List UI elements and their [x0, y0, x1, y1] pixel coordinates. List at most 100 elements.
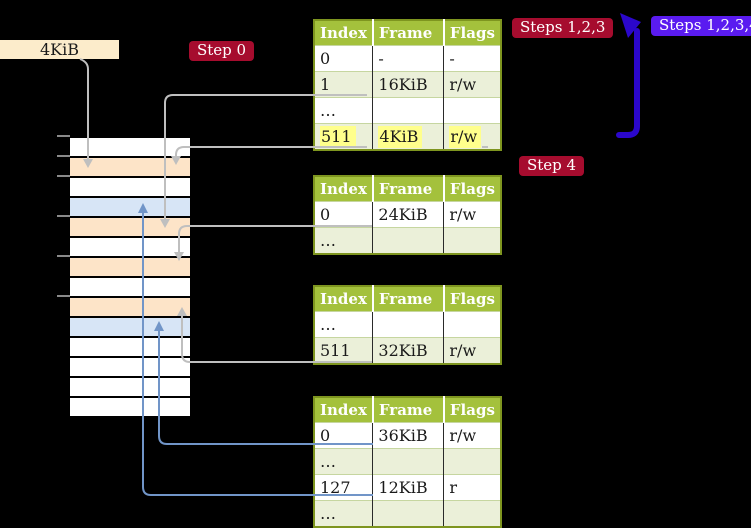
recursive-loop-arrow: [616, 28, 640, 138]
arrow-up-left-icon: [620, 13, 641, 38]
table-cell: 4KiB: [372, 123, 445, 150]
memory-row-empty: [70, 338, 190, 358]
table-cell: [372, 227, 445, 254]
column-header: Frame: [372, 176, 445, 202]
table-row: …: [314, 227, 501, 254]
table-cell: 32KiB: [372, 337, 445, 364]
column-header: Index: [314, 286, 374, 312]
table-cell: 0: [314, 45, 374, 72]
table-row: 0--: [314, 45, 501, 72]
highlighted-cell-text: r/w: [449, 126, 482, 148]
table-cell: 511: [314, 123, 374, 150]
highlighted-cell-text: 4KiB: [378, 126, 423, 148]
memory-row-empty: [70, 138, 190, 158]
memory-row-empty: [70, 178, 190, 198]
table-cell: r/w: [443, 123, 501, 150]
table-cell: [372, 500, 445, 527]
memory-tick: [57, 215, 70, 217]
table-cell: …: [314, 500, 374, 527]
highlighted-cell-text: 511: [320, 126, 356, 148]
table-cell: [372, 97, 445, 124]
memory-row-empty: [70, 278, 190, 298]
memory-tick: [57, 135, 70, 137]
column-header: Flags: [443, 397, 501, 423]
table-cell: [372, 448, 445, 475]
badge-steps-1-2-3: Steps 1,2,3: [512, 18, 614, 38]
badge-step-4: Step 4: [519, 156, 585, 176]
table-cell: …: [314, 448, 374, 475]
memory-row-table: [70, 158, 190, 178]
memory-row-table: [70, 258, 190, 278]
table-row: …: [314, 448, 501, 475]
table-cell: …: [314, 311, 374, 338]
table-cell: 16KiB: [372, 71, 445, 98]
table-cell: [443, 97, 501, 124]
badge-steps-1-2-3-4: Steps 1,2,3,4: [651, 16, 751, 36]
column-header: Frame: [372, 397, 445, 423]
table-cell: r/w: [443, 422, 501, 449]
column-header: Frame: [372, 20, 445, 46]
table-cell: 12KiB: [372, 474, 445, 501]
table-cell: [443, 500, 501, 527]
memory-row-table: [70, 298, 190, 318]
memory-tick: [57, 175, 70, 177]
memory-row-table: [70, 218, 190, 238]
column-header: Flags: [443, 286, 501, 312]
table-cell: 1: [314, 71, 374, 98]
column-header: Index: [314, 20, 374, 46]
table-cell: 36KiB: [372, 422, 445, 449]
table-row: …: [314, 311, 501, 338]
table-cell: [443, 448, 501, 475]
table-cell: 0: [314, 422, 374, 449]
table-cell: [372, 311, 445, 338]
table-cell: r/w: [443, 71, 501, 98]
table-cell: 511: [314, 337, 374, 364]
size-label-4kib: 4KiB: [0, 40, 119, 59]
badge-step-0: Step 0: [189, 41, 255, 61]
memory-column: [70, 136, 190, 418]
table-cell: 24KiB: [372, 201, 445, 228]
table-cell: [443, 311, 501, 338]
table-row: 511 4KiB r/w: [314, 123, 501, 150]
memory-row-empty: [70, 238, 190, 258]
table-cell: r/w: [443, 201, 501, 228]
memory-row-empty: [70, 378, 190, 398]
memory-row-empty: [70, 358, 190, 378]
table-cell: r: [443, 474, 501, 501]
table-cell: r/w: [443, 337, 501, 364]
table-row: …: [314, 97, 501, 124]
memory-tick: [57, 155, 70, 157]
table-row: …: [314, 500, 501, 527]
column-header: Index: [314, 176, 374, 202]
table-cell: …: [314, 97, 374, 124]
column-header: Frame: [372, 286, 445, 312]
column-header: Flags: [443, 176, 501, 202]
table-cell: 0: [314, 201, 374, 228]
table-cell: [443, 227, 501, 254]
table-cell: -: [443, 45, 501, 72]
memory-tick: [57, 295, 70, 297]
table-cell: 127: [314, 474, 374, 501]
memory-row-empty: [70, 398, 190, 418]
table-cell: -: [372, 45, 445, 72]
column-header: Index: [314, 397, 374, 423]
table-cell: …: [314, 227, 374, 254]
memory-row-page: [70, 198, 190, 218]
